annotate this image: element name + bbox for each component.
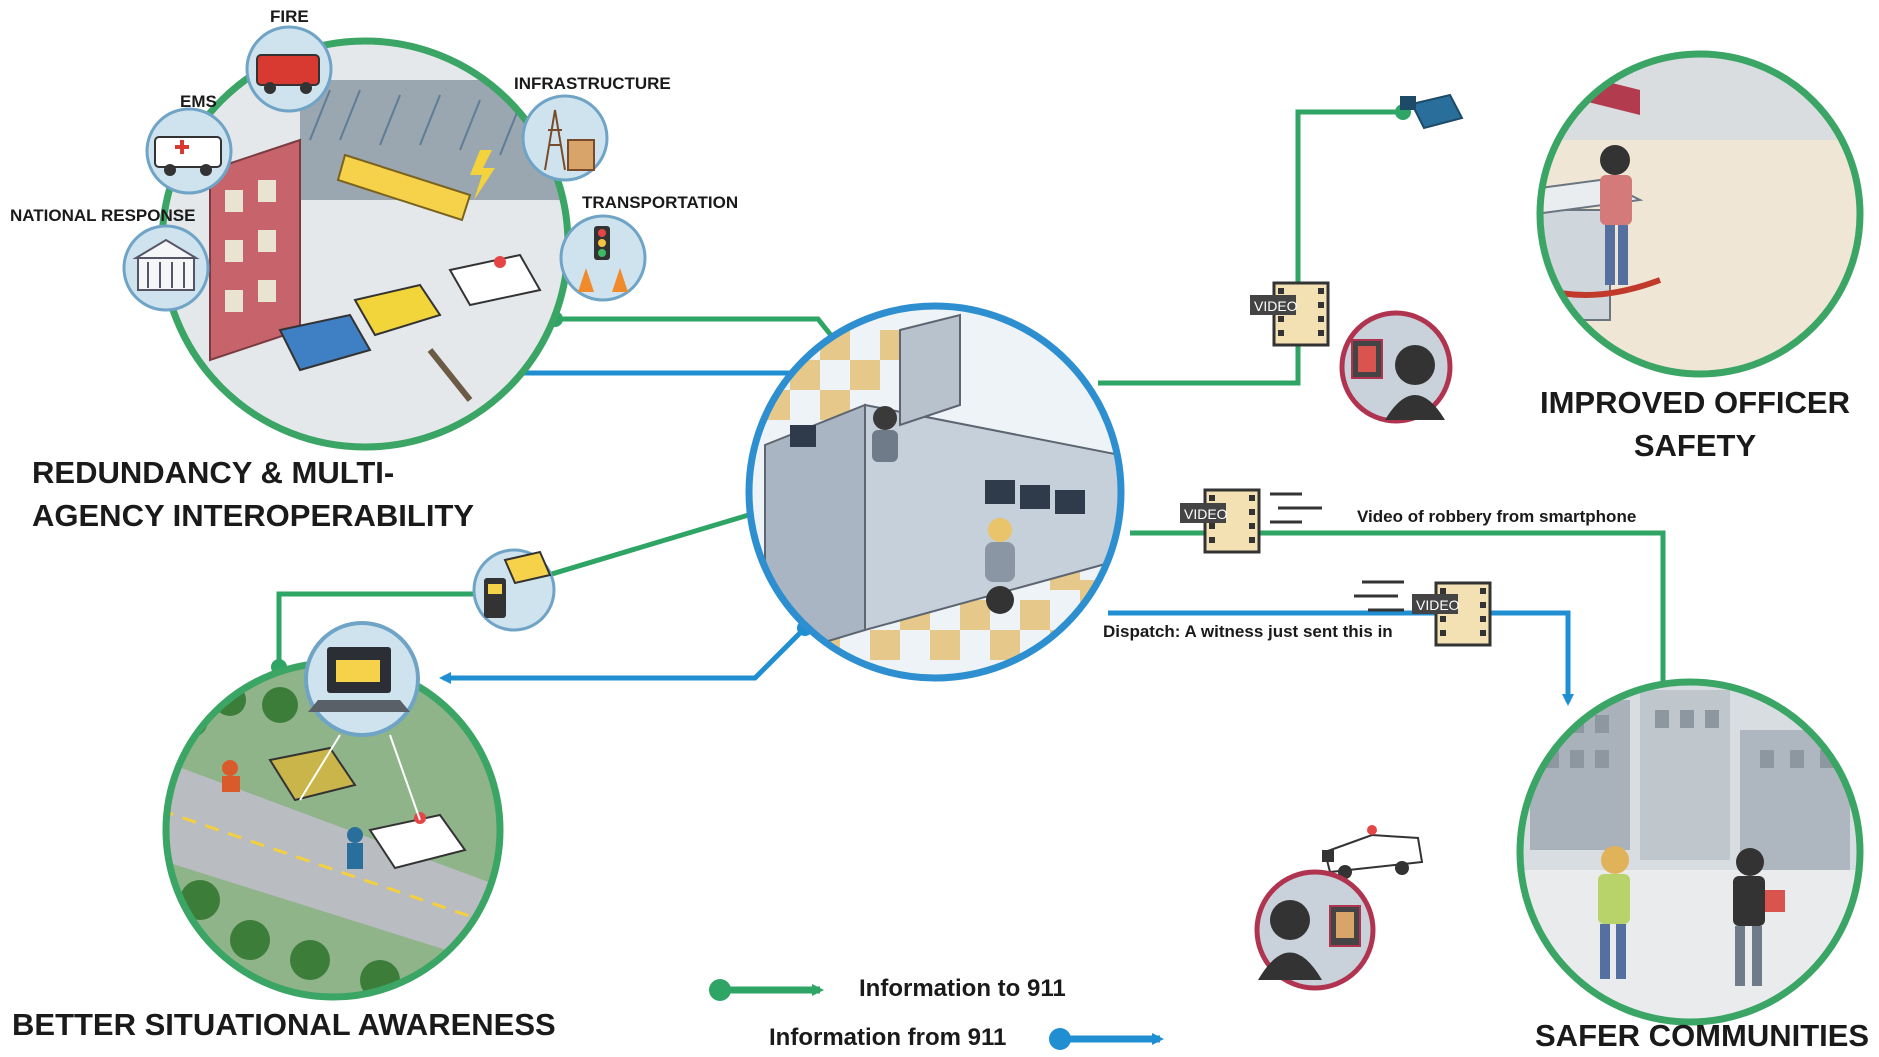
dispatch-caption: Dispatch: A witness just sent this in: [1103, 622, 1393, 641]
video-robbery-caption: Video of robbery from smartphone: [1357, 507, 1637, 526]
camera-feed-inset: [1339, 310, 1453, 424]
arrow-bank-feed: [1098, 109, 1403, 386]
national-response-badge: [122, 224, 210, 312]
arrow-911-to-street: [1108, 610, 1574, 706]
power-plant-icon: [544, 109, 595, 171]
laptop-inset: [299, 621, 421, 821]
ambulance-icon: [154, 136, 222, 168]
street-robbery-scene: [1516, 678, 1864, 1026]
redundancy-title-line2: AGENCY INTEROPERABILITY: [32, 498, 475, 534]
ems-label: EMS: [180, 92, 217, 111]
legend-to-911-label: Information to 911: [859, 975, 1066, 1002]
security-camera-icon: [1400, 93, 1464, 130]
video-clip-bank: VIDEO: [1250, 281, 1330, 347]
video-clip-dispatch: VIDEO: [1354, 580, 1492, 647]
svg-text:$: $: [1508, 83, 1534, 135]
legend-from-911-label: Information from 911: [769, 1024, 1007, 1051]
transportation-badge: [559, 214, 647, 302]
fire-truck-icon: [256, 54, 320, 86]
plate-reader-inset: [472, 548, 556, 632]
redundancy-title: REDUNDANCY & MULTI- AGENCY INTEROPERABIL…: [32, 451, 474, 538]
video-clip-robbery: VIDEO: [1180, 488, 1322, 554]
traffic-incident-scene: [162, 659, 504, 1001]
arrow-disaster-to-911: [555, 316, 848, 357]
infrastructure-label: INFRASTRUCTURE: [514, 74, 671, 93]
fire-label: FIRE: [270, 7, 309, 26]
situational-awareness-title: BETTER SITUATIONAL AWARENESS: [12, 1007, 556, 1042]
officer-safety-title-line2: SAFETY: [1633, 428, 1757, 464]
witness-feed-inset: [1254, 869, 1376, 991]
arrow-911-to-road: [439, 626, 807, 684]
redundancy-title-line1: REDUNDANCY & MULTI-: [32, 455, 395, 490]
fire-badge: [245, 25, 333, 113]
officer-safety-title-line1: IMPROVED OFFICER: [1539, 385, 1850, 420]
arrow-road-to-911: [276, 501, 786, 667]
video-tag-dispatch: VIDEO: [1416, 597, 1460, 613]
bank-robbery-scene: $: [1400, 50, 1864, 378]
agency-badges: [122, 25, 647, 312]
video-tag-bank: VIDEO: [1254, 298, 1298, 314]
officer-safety-title: IMPROVED OFFICER SAFETY: [1535, 381, 1855, 468]
legend: [709, 979, 1164, 1050]
dispatch-center-scene: [745, 302, 1125, 682]
video-tag-robbery: VIDEO: [1184, 506, 1228, 522]
traffic-cone-icon: [578, 268, 594, 292]
ems-badge: [145, 107, 233, 195]
national-response-label: NATIONAL RESPONSE: [10, 206, 196, 225]
arrow-street-to-911: [1130, 530, 1666, 718]
police-car-icon: [1322, 825, 1424, 879]
transportation-label: TRANSPORTATION: [582, 193, 739, 212]
safer-communities-title: SAFER COMMUNITIES: [1535, 1018, 1870, 1053]
disaster-scene: [158, 37, 572, 451]
infrastructure-badge: [521, 94, 609, 182]
